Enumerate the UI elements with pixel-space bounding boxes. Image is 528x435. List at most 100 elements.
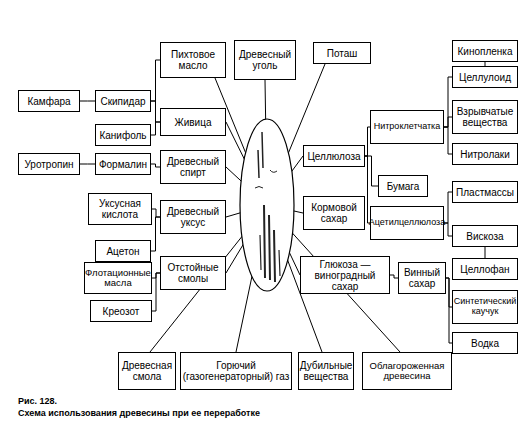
box-text: Целлофан xyxy=(460,264,509,275)
box-text: Вискоза xyxy=(466,231,503,242)
box-text: Камфара xyxy=(27,96,70,107)
box-text: Горючий (газогенераторный) газ xyxy=(182,360,290,382)
product-box: Ацетон xyxy=(95,240,151,262)
sketch-stroke xyxy=(258,132,263,178)
product-box: Целлулоид xyxy=(452,66,518,88)
figure-caption: Схема использования древесины при ее пер… xyxy=(18,408,260,419)
box-text: Ацетон xyxy=(106,246,139,257)
connector-line xyxy=(444,192,452,223)
product-box: Пластмассы xyxy=(452,181,518,203)
product-box: Горючий (газогенераторный) газ xyxy=(180,352,292,390)
box-text: Винный сахар xyxy=(400,267,444,289)
connector-line xyxy=(390,275,398,278)
product-box: Вискоза xyxy=(452,225,518,247)
box-text: Живица xyxy=(174,117,211,128)
box-text: Флотационные масла xyxy=(85,268,151,289)
hub-lines xyxy=(150,64,400,352)
product-box: Уротропин xyxy=(18,153,80,175)
box-text: Бумага xyxy=(387,181,420,192)
connector-line xyxy=(444,77,452,127)
product-box: Древесная смола xyxy=(118,352,176,390)
box-text: Скипидар xyxy=(100,96,145,107)
box-text: Нитроклетчатка xyxy=(374,122,441,132)
box-text: Креозот xyxy=(103,306,140,317)
box-text: Древесный уголь xyxy=(236,49,294,71)
product-box: Кинопленка xyxy=(452,40,518,62)
connector-line xyxy=(444,117,452,127)
product-box: Отстойные смолы xyxy=(160,256,226,290)
connector-line xyxy=(365,156,378,186)
connector-line xyxy=(444,127,452,154)
box-text: Канифоль xyxy=(99,130,146,141)
connector-line xyxy=(152,209,160,217)
product-box: Нитролаки xyxy=(452,143,518,165)
box-text: Водка xyxy=(471,338,499,349)
box-text: Кинопленка xyxy=(458,46,513,57)
connector-line xyxy=(151,164,160,167)
figure-number: Рис. 128. xyxy=(18,396,57,407)
connector-line xyxy=(152,273,160,311)
connector-line xyxy=(151,101,160,122)
product-box: Живица xyxy=(160,108,226,136)
product-box: Бумага xyxy=(378,175,428,197)
box-text: Уротропин xyxy=(24,159,73,170)
box-text: Кормовой сахар xyxy=(305,202,363,224)
wood-ellipse xyxy=(240,119,294,291)
product-box: Камфара xyxy=(18,90,80,112)
product-box: Поташ xyxy=(313,42,371,64)
product-box: Винный сахар xyxy=(398,262,446,294)
product-box: Ацетилцеллюлоза xyxy=(370,206,444,240)
product-box: Древесный уголь xyxy=(234,40,296,80)
product-box: Синтетический каучук xyxy=(452,290,518,324)
product-box: Взрывчатые вещества xyxy=(452,100,518,134)
product-box: Дубильные вещества xyxy=(298,352,354,390)
box-text: Пластмассы xyxy=(456,187,514,198)
connector-line xyxy=(151,60,160,101)
product-box: Целлофан xyxy=(452,258,518,280)
connector-line xyxy=(151,122,160,135)
sketch-stroke xyxy=(260,235,280,276)
box-text: Глюкоза — виноградный сахар xyxy=(302,259,388,292)
product-box: Древесный спирт xyxy=(160,150,226,184)
product-box: Глюкоза — виноградный сахар xyxy=(300,256,390,294)
box-text: Уксусная кислота xyxy=(90,198,150,220)
sketch-stroke xyxy=(264,205,275,282)
product-box: Древесный уксус xyxy=(160,200,226,234)
product-box: Нитроклетчатка xyxy=(370,110,444,144)
connector-line xyxy=(80,164,95,165)
connector-line xyxy=(151,217,160,251)
connector-line xyxy=(485,247,486,258)
box-text: Целлулоид xyxy=(459,72,511,83)
product-box: Водка xyxy=(452,332,518,354)
box-text: Древесная смола xyxy=(120,360,174,382)
box-text: Древесный уксус xyxy=(162,206,224,228)
product-box: Креозот xyxy=(90,300,152,322)
box-text: Облагороженная древесина xyxy=(364,361,450,382)
box-text: Нитролаки xyxy=(460,149,510,160)
product-box: Кормовой сахар xyxy=(303,196,365,230)
connector-line xyxy=(444,223,452,236)
box-text: Дубильные вещества xyxy=(300,360,353,382)
sketch-stroke xyxy=(255,170,277,188)
box-text: Взрывчатые вещества xyxy=(454,106,516,128)
box-text: Формалин xyxy=(99,159,147,170)
product-box: Уксусная кислота xyxy=(88,193,152,225)
product-box: Целлюлоза xyxy=(303,145,365,167)
product-box: Канифоль xyxy=(95,124,151,146)
product-box: Флотационные масла xyxy=(84,262,152,294)
box-text: Древесный спирт xyxy=(162,156,224,178)
box-text: Пихтовое масло xyxy=(162,49,224,71)
product-box: Облагороженная древесина xyxy=(362,352,452,390)
product-box: Формалин xyxy=(95,153,151,175)
product-box: Пихтовое масло xyxy=(160,42,226,78)
box-text: Поташ xyxy=(327,48,358,59)
box-text: Ацетилцеллюлоза xyxy=(369,218,445,228)
box-text: Отстойные смолы xyxy=(162,262,224,284)
wood-sketch xyxy=(255,132,280,282)
connector-line xyxy=(80,101,95,102)
box-text: Целлюлоза xyxy=(307,151,360,162)
product-box: Скипидар xyxy=(95,90,151,112)
connector-line xyxy=(485,62,486,66)
